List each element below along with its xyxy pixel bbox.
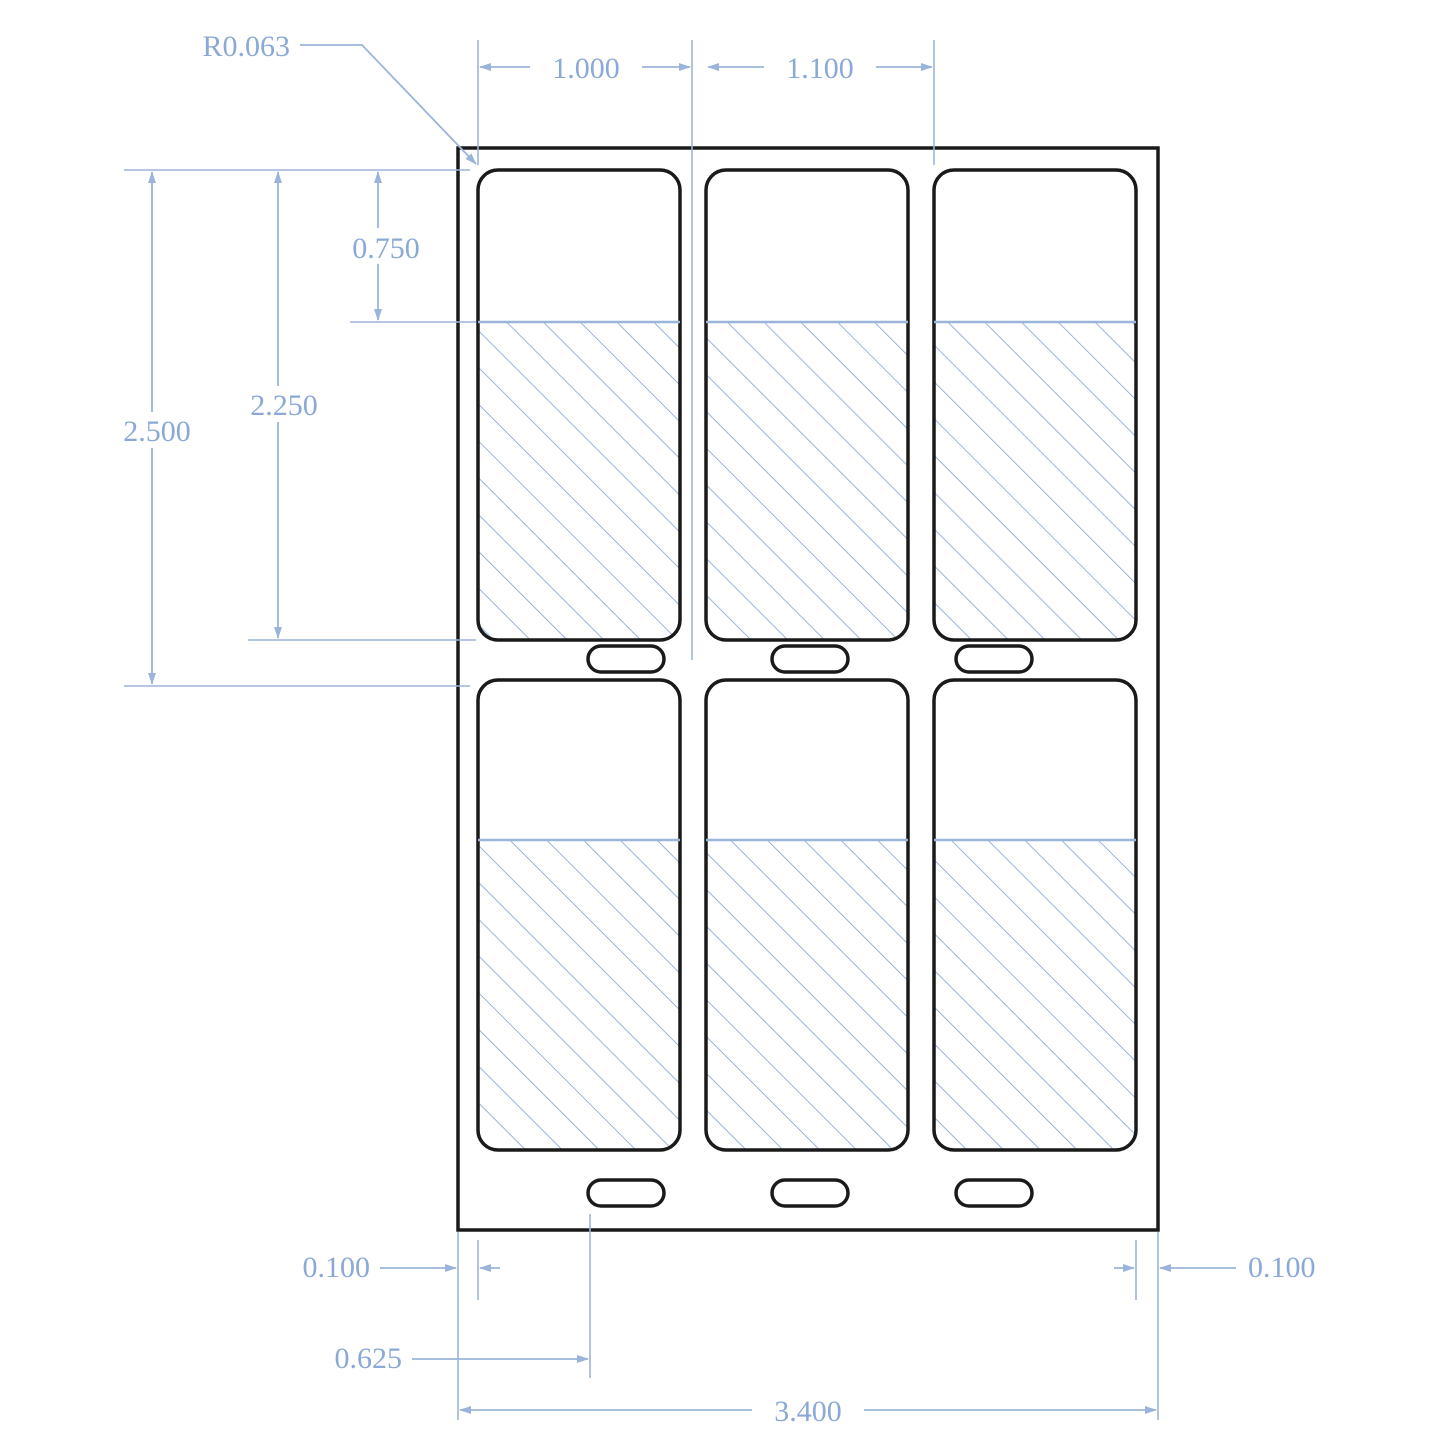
slot: [954, 1178, 1034, 1208]
dim-row-pitch-label: 2.500: [123, 415, 191, 448]
dim-cavity-width: 1.000: [479, 50, 691, 85]
dim-row-pitch: 2.500: [102, 171, 214, 685]
slot: [770, 1178, 850, 1208]
dim-overall-width-label: 3.400: [774, 1395, 842, 1428]
dim-edge-margin-right: 0.100: [1114, 1251, 1316, 1284]
dim-overall-width: 3.400: [459, 1392, 1157, 1428]
cavity-r2-c2: [704, 678, 910, 1152]
cavity-r2-c3: [932, 678, 1138, 1152]
cavity-r1-c1: [476, 168, 682, 642]
tray-outline: [456, 146, 1160, 1232]
dim-slot-offset: 0.625: [335, 1342, 589, 1375]
dim-edge-margin-left: 0.100: [303, 1251, 500, 1284]
dim-cavity-pitch-label: 1.100: [786, 52, 854, 85]
cavity-r1-c3: [932, 168, 1138, 642]
dim-fill-depth-top-label: 0.750: [352, 232, 420, 265]
cavity-row-bottom: [476, 678, 1138, 1152]
cavity-r2-c1: [476, 678, 682, 1152]
dim-edge-margin-left-label: 0.100: [303, 1251, 371, 1284]
dim-cavity-height: 2.250: [228, 171, 340, 639]
dim-cavity-height-label: 2.250: [250, 389, 318, 422]
slot: [954, 644, 1034, 674]
dimension-bottom-group: 0.100 0.100 0.625 3.400: [303, 1214, 1316, 1428]
dim-fill-depth-top: 0.750: [330, 171, 442, 321]
dimension-left-group: 0.750 2.250 2.500: [102, 169, 476, 687]
cavity-r1-c2: [704, 168, 910, 642]
slot: [770, 644, 850, 674]
radius-note-label: R0.063: [202, 30, 290, 63]
dim-cavity-width-label: 1.000: [552, 52, 620, 85]
slot-group: [586, 644, 1034, 1208]
slot: [586, 1178, 666, 1208]
slot: [586, 644, 666, 674]
dim-slot-offset-label: 0.625: [335, 1342, 403, 1375]
radius-note-leader: R0.063: [202, 30, 477, 165]
dim-cavity-pitch: 1.100: [707, 50, 933, 85]
dim-edge-margin-right-label: 0.100: [1248, 1251, 1316, 1284]
dimension-top-group: 1.000 1.100: [477, 40, 935, 660]
cavity-row-top: [476, 168, 1138, 642]
